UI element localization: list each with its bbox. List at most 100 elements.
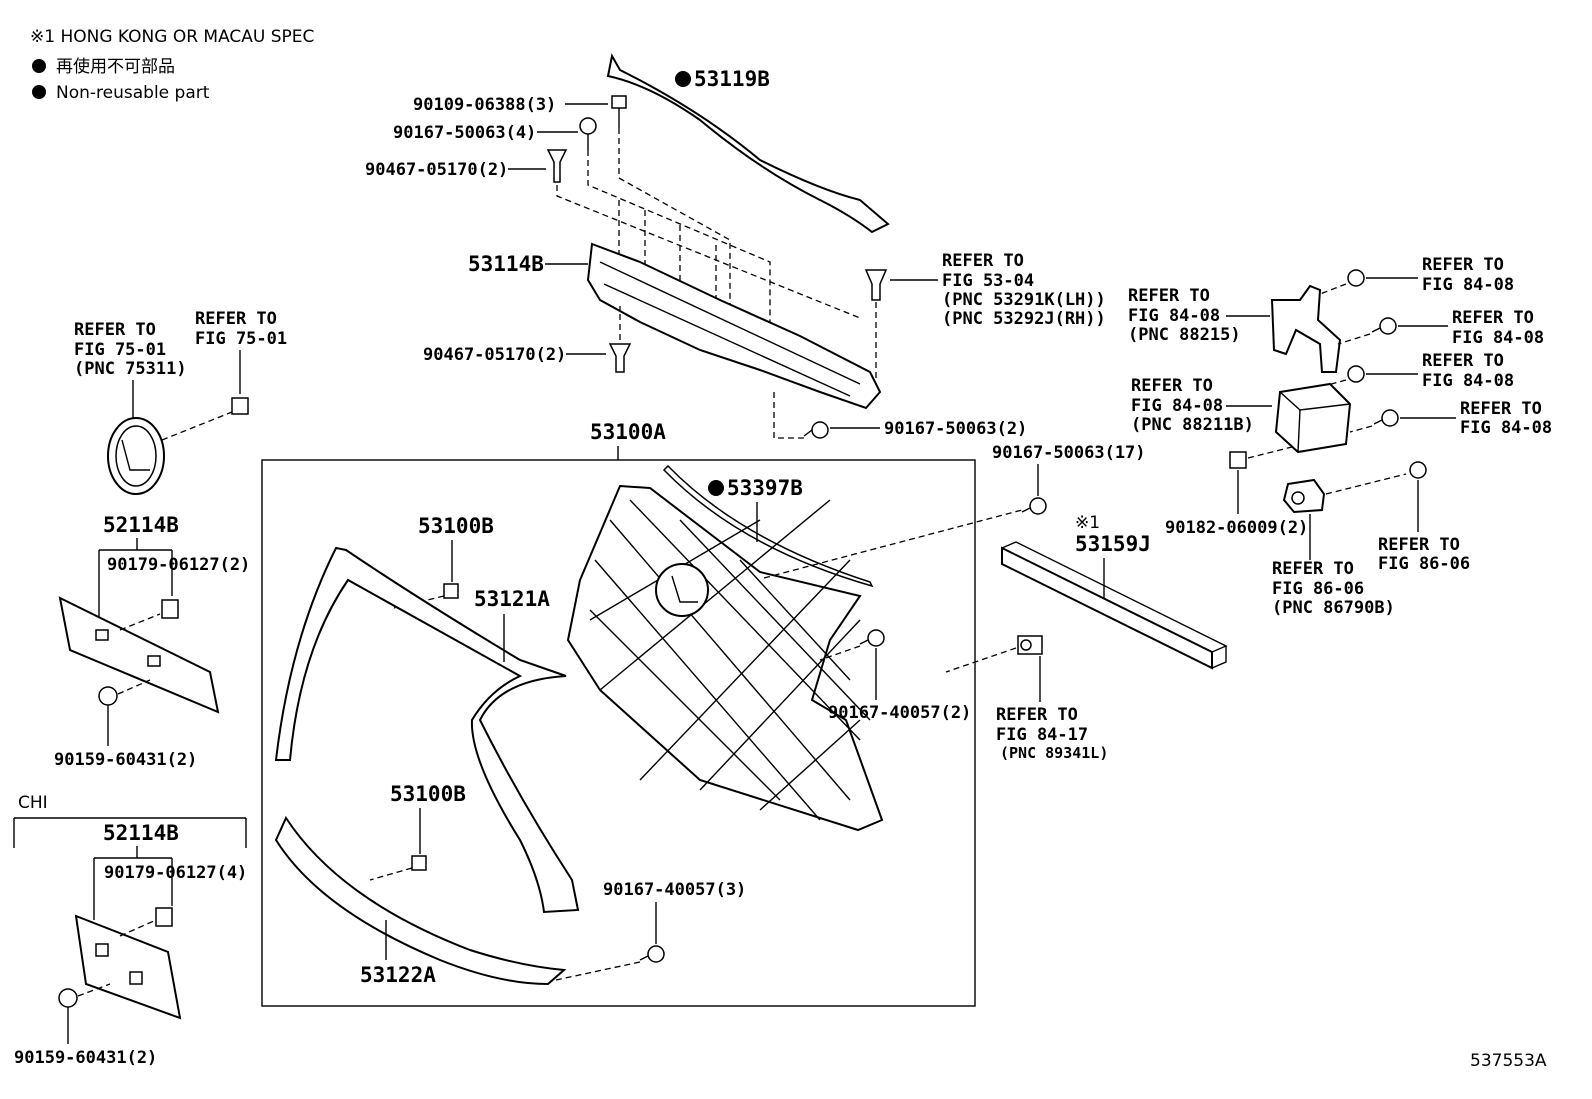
radiator-grille-mesh[interactable]: [566, 484, 884, 832]
label-90167-40057-3[interactable]: 90167-40057(3): [603, 880, 746, 900]
bolt-86-06[interactable]: [1409, 461, 1427, 479]
diagram-id: 537553A: [1470, 1051, 1547, 1071]
screw-90167-50063-2[interactable]: [803, 421, 829, 439]
ref-84-08-c-line2[interactable]: FIG 84-08: [1452, 328, 1544, 348]
clip-53100b-a[interactable]: [443, 583, 459, 599]
clip-90467-top[interactable]: [546, 149, 568, 183]
assembly-frame-53100a: [261, 459, 976, 1007]
ref-84-08-a-line3[interactable]: (PNC 88215): [1128, 325, 1241, 345]
sensor-89341l[interactable]: [1017, 635, 1043, 655]
ref-75-01-b-line2[interactable]: FIG 75-01: [195, 329, 287, 349]
label-53100b-b[interactable]: 53100B: [390, 782, 466, 806]
ref-84-08-d-line2[interactable]: FIG 84-08: [1422, 371, 1514, 391]
radar-sensor-88211b[interactable]: [1274, 382, 1352, 454]
ref-53-04-line2[interactable]: FIG 53-04: [942, 271, 1034, 291]
screw-90167-50063-17[interactable]: [1021, 497, 1047, 515]
non-reusable-dot-icon: [32, 59, 46, 73]
label-90159-60431-b[interactable]: 90159-60431(2): [14, 1048, 157, 1068]
ref-84-08-e-line1[interactable]: REFER TO: [1131, 376, 1213, 396]
clip-90467-bottom[interactable]: [608, 343, 632, 373]
ref-53-04-line4[interactable]: (PNC 53292J(RH)): [942, 309, 1106, 329]
ref-84-17-line2[interactable]: FIG 84-17: [996, 725, 1088, 745]
ref-75-01-b-line1[interactable]: REFER TO: [195, 309, 277, 329]
label-53100a[interactable]: 53100A: [590, 420, 666, 444]
nut-90182-06009[interactable]: [1229, 451, 1247, 469]
label-90179-06127-4[interactable]: 90179-06127(4): [104, 863, 247, 883]
non-reusable-dot-icon: [675, 71, 691, 87]
label-90159-60431-a[interactable]: 90159-60431(2): [54, 750, 197, 770]
upper-bracket-53114b[interactable]: [586, 242, 882, 410]
ref-84-17-line3[interactable]: (PNC 89341L): [1000, 744, 1108, 762]
molding-53121a[interactable]: [274, 546, 580, 914]
label-90167-50063-2[interactable]: 90167-50063(2): [884, 419, 1027, 439]
ref-84-08-e-line2[interactable]: FIG 84-08: [1131, 396, 1223, 416]
ref-84-08-b-line2[interactable]: FIG 84-08: [1422, 275, 1514, 295]
absorber-53159j[interactable]: [1001, 541, 1228, 670]
ref-75-01-a-line3[interactable]: (PNC 75311): [74, 359, 187, 379]
molding-53122a[interactable]: [274, 815, 567, 986]
label-52114b-b[interactable]: 52114B: [103, 821, 179, 845]
ref-75-01-a-line1[interactable]: REFER TO: [74, 320, 156, 340]
label-note-mark: ※1: [1075, 513, 1100, 533]
emblem-lexus[interactable]: [107, 417, 165, 495]
label-53100b-a[interactable]: 53100B: [418, 514, 494, 538]
ref-84-08-c-line1[interactable]: REFER TO: [1452, 308, 1534, 328]
label-90467-05170-bottom[interactable]: 90467-05170(2): [423, 345, 566, 365]
screw-90167-40057-2[interactable]: [859, 629, 885, 647]
label-52114b-a[interactable]: 52114B: [103, 513, 179, 537]
label-90167-50063-4[interactable]: 90167-50063(4): [393, 123, 536, 143]
label-53114b[interactable]: 53114B: [468, 252, 544, 276]
ref-84-08-f-line2[interactable]: FIG 84-08: [1460, 418, 1552, 438]
ref-86-06-b-line1[interactable]: REFER TO: [1378, 535, 1460, 555]
label-53121a[interactable]: 53121A: [474, 587, 550, 611]
bolt-84-08-c[interactable]: [1371, 317, 1397, 335]
ref-86-06-a-line2[interactable]: FIG 86-06: [1272, 579, 1364, 599]
label-53119b[interactable]: 53119B: [694, 67, 770, 91]
ref-53-04-line3[interactable]: (PNC 53291K(LH)): [942, 290, 1106, 310]
seal-53397b[interactable]: [662, 464, 874, 588]
ref-84-17-line1[interactable]: REFER TO: [996, 705, 1078, 725]
label-90109-06388[interactable]: 90109-06388(3): [413, 95, 556, 115]
license-bracket-b[interactable]: [74, 914, 182, 1020]
screw-90167-top[interactable]: [579, 117, 597, 150]
bolt-84-08-f[interactable]: [1373, 409, 1399, 427]
ref-84-08-a-line2[interactable]: FIG 84-08: [1128, 306, 1220, 326]
clip-53100b-b[interactable]: [411, 855, 427, 871]
legend-non-reusable-en: Non-reusable part: [56, 83, 210, 103]
seal-strip-53119b[interactable]: [606, 53, 890, 234]
label-90467-05170-top[interactable]: 90467-05170(2): [365, 160, 508, 180]
bolt-90109[interactable]: [611, 95, 627, 128]
ref-84-08-e-line3[interactable]: (PNC 88211B): [1131, 415, 1254, 435]
label-53397b[interactable]: 53397B: [727, 476, 803, 500]
ref-86-06-a-line1[interactable]: REFER TO: [1272, 559, 1354, 579]
bracket-88215[interactable]: [1270, 284, 1342, 373]
label-90167-40057-2[interactable]: 90167-40057(2): [828, 703, 971, 723]
bolt-90159-a[interactable]: [98, 686, 118, 706]
ref-84-08-a-line1[interactable]: REFER TO: [1128, 286, 1210, 306]
nut-emblem[interactable]: [231, 397, 249, 415]
ref-84-08-d-line1[interactable]: REFER TO: [1422, 351, 1504, 371]
ref-86-06-a-line3[interactable]: (PNC 86790B): [1272, 598, 1395, 618]
nut-84-08-d[interactable]: [1347, 365, 1365, 383]
label-53159j[interactable]: 53159J: [1075, 532, 1151, 556]
screw-90167-40057-3[interactable]: [639, 945, 665, 963]
nut-84-08-b[interactable]: [1347, 269, 1365, 287]
ref-86-06-b-line2[interactable]: FIG 86-06: [1378, 554, 1470, 574]
ref-75-01-a-line2[interactable]: FIG 75-01: [74, 340, 166, 360]
clip-90179-a[interactable]: [161, 599, 179, 619]
clip-90179-b[interactable]: [155, 907, 173, 927]
ref-84-08-b-line1[interactable]: REFER TO: [1422, 255, 1504, 275]
clip-ref-53-04[interactable]: [864, 269, 888, 301]
ref-53-04-line1[interactable]: REFER TO: [942, 251, 1024, 271]
label-chi: CHI: [18, 793, 48, 813]
license-bracket-a[interactable]: [58, 596, 220, 714]
label-90167-50063-17[interactable]: 90167-50063(17): [992, 443, 1146, 463]
label-53122a[interactable]: 53122A: [360, 963, 436, 987]
label-90182-06009[interactable]: 90182-06009(2): [1165, 518, 1308, 538]
ref-84-08-f-line1[interactable]: REFER TO: [1460, 399, 1542, 419]
camera-86790b[interactable]: [1282, 478, 1326, 514]
bolt-90159-b[interactable]: [58, 988, 78, 1008]
legend-note: ※1 HONG KONG OR MACAU SPEC: [30, 27, 314, 47]
label-90179-06127-2[interactable]: 90179-06127(2): [107, 555, 250, 575]
